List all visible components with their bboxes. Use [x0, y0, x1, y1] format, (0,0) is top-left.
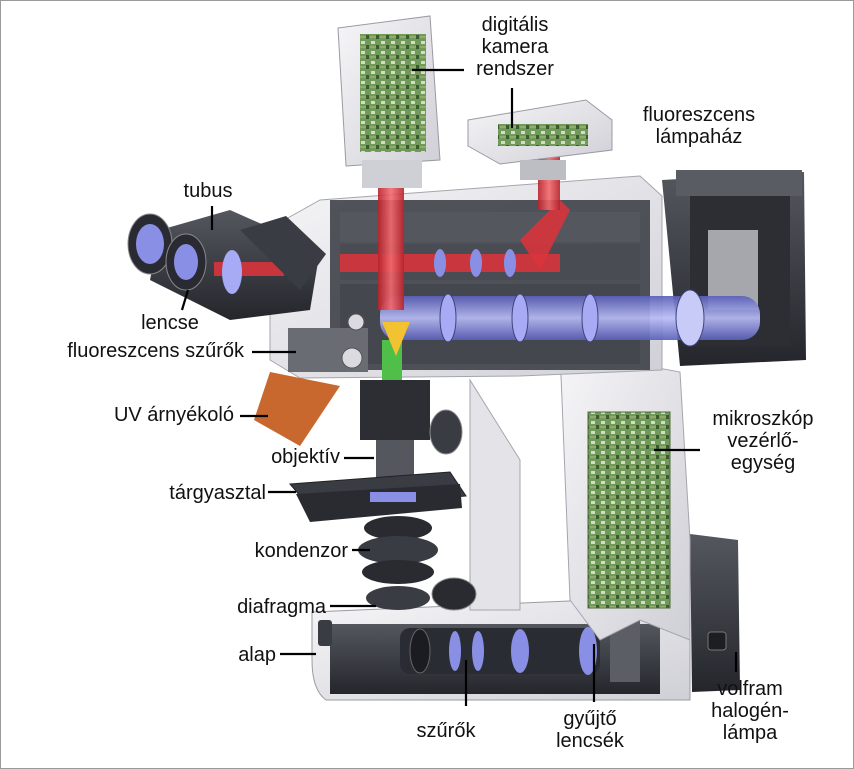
label-fluor-filters: fluoreszcens szűrők: [67, 340, 244, 362]
label-tube: tubus: [183, 180, 233, 202]
label-stage: tárgyasztal: [169, 482, 266, 504]
label-filters: szűrők: [416, 720, 476, 742]
digital-camera: [337, 15, 441, 188]
eyepiece-tube: [127, 210, 326, 320]
microscope-arm: [469, 349, 691, 641]
camera-adapter: [467, 99, 613, 180]
halogen-lamp-housing: [690, 534, 740, 692]
label-digital-camera: digitális kamera rendszer: [476, 14, 554, 80]
main-body: [269, 175, 663, 379]
label-objective: objektív: [271, 446, 340, 468]
label-uv-shield: UV árnyékoló: [113, 404, 234, 426]
label-diaphragm: diafragma: [237, 596, 326, 618]
uv-shield: [254, 372, 340, 446]
label-halogen-lamp: volfram halogén- lámpa: [711, 678, 789, 744]
condenser-assembly: [358, 516, 477, 611]
filter-block: [288, 313, 368, 372]
label-lens: lencse: [141, 312, 199, 334]
base-optics: [400, 612, 640, 682]
label-fluor-lamp-house: fluoreszcens lámpaház: [642, 104, 756, 148]
label-collector-lenses: gyűjtő lencsék: [556, 708, 624, 752]
leader-lens: [180, 289, 190, 311]
label-condenser: kondenzor: [254, 540, 348, 562]
specimen-stage: [288, 471, 467, 522]
fluorescence-light-path: [380, 289, 760, 347]
label-control-unit: mikroszkóp vezérlő- egység: [712, 408, 814, 474]
label-base: alap: [238, 644, 276, 666]
